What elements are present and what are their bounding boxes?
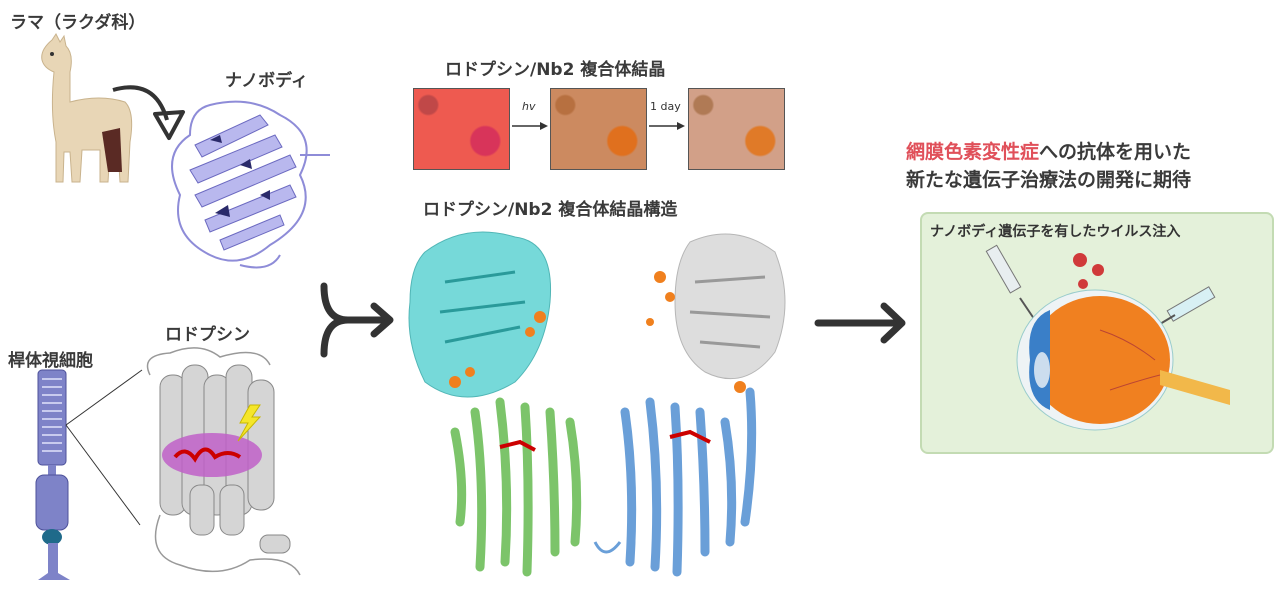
crystal-photo-1day bbox=[688, 88, 785, 170]
nanobody-label: ナノボディ bbox=[225, 71, 308, 91]
headline-line2: 新たな遺伝子治療法の開発に期待 bbox=[906, 169, 1192, 191]
complex-crystal-structure bbox=[408, 231, 786, 577]
crystal-photo-dark bbox=[413, 88, 510, 170]
llama-label: ラマ（ラクダ科） bbox=[10, 13, 146, 33]
nanobody-structure bbox=[171, 100, 330, 269]
rhodopsin-label: ロドプシン bbox=[165, 325, 250, 345]
curved-arrow-icon bbox=[112, 85, 185, 140]
arrow-label-hv: hv bbox=[522, 100, 536, 113]
headline-line1: 網膜色素変性症への抗体を用いた bbox=[906, 138, 1191, 166]
crystal-title: ロドプシン/Nb2 複合体結晶 bbox=[445, 60, 666, 80]
crystal-photo-light bbox=[550, 88, 647, 170]
eye-injection-illustration bbox=[985, 244, 1230, 431]
virus-icon bbox=[1073, 253, 1104, 289]
big-right-arrow-icon bbox=[814, 302, 906, 344]
structure-title: ロドプシン/Nb2 複合体結晶構造 bbox=[423, 200, 678, 220]
arrow-icon bbox=[512, 122, 548, 130]
arrow-label-1day: 1 day bbox=[650, 100, 681, 113]
rod-cell-label: 桿体視細胞 bbox=[8, 351, 93, 371]
arrow-icon bbox=[649, 122, 685, 130]
rhodopsin-illustration bbox=[146, 347, 301, 576]
llama-illustration bbox=[41, 33, 133, 183]
headline-highlight: 網膜色素変性症 bbox=[906, 141, 1040, 163]
headline-rest: への抗体を用いた bbox=[1039, 141, 1192, 163]
panel-title: ナノボディ遺伝子を有したウイルス注入 bbox=[930, 224, 1181, 240]
merge-arrow-icon bbox=[320, 282, 394, 358]
rod-cell-illustration bbox=[35, 369, 143, 580]
